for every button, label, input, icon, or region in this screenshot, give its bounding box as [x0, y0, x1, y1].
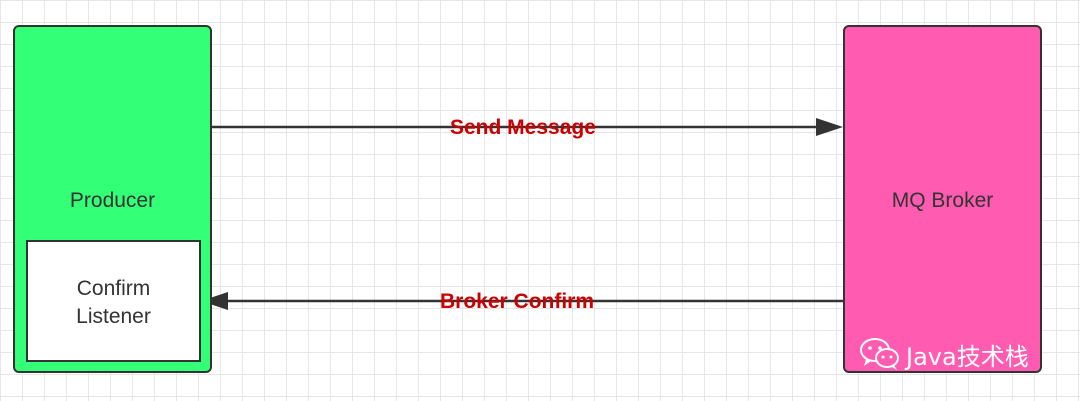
- wechat-icon: [860, 338, 899, 370]
- broker-confirm-arrow: [201, 292, 843, 310]
- send-message-arrow: [212, 118, 843, 136]
- broker-confirm-label: Broker Confirm: [440, 290, 595, 313]
- send-message-label: Send Message: [450, 116, 596, 139]
- confirm-listener-label: Confirm Listener: [28, 275, 199, 331]
- confirm-listener-line1: Confirm: [76, 277, 151, 300]
- confirm-listener-line2: Listener: [76, 305, 151, 328]
- mq-broker-box: MQ Broker: [843, 25, 1042, 373]
- watermark-text: Java技术栈: [906, 342, 1029, 371]
- watermark: Java技术栈: [858, 334, 1029, 374]
- confirm-listener-box: Confirm Listener: [26, 240, 201, 362]
- mq-broker-label: MQ Broker: [891, 189, 994, 212]
- producer-label: Producer: [69, 189, 156, 212]
